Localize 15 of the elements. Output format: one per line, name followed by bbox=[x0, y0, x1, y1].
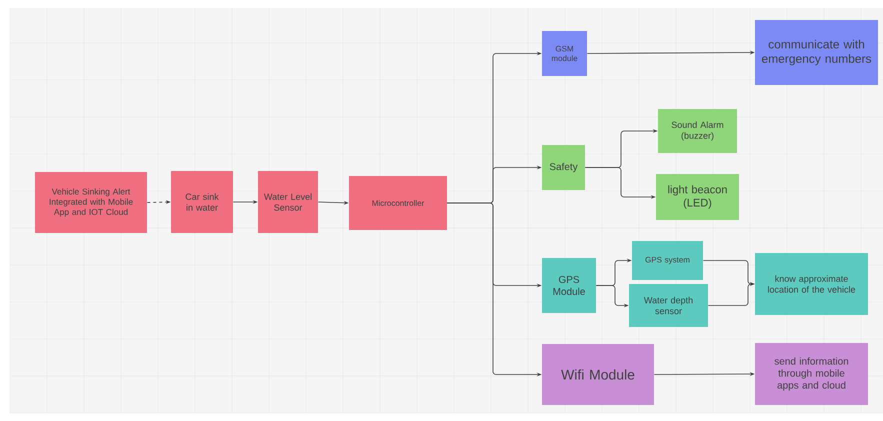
sticky-note: GPS system bbox=[632, 241, 703, 280]
sticky-note: Safety bbox=[542, 145, 585, 190]
sticky-note: communicate with emergency numbers bbox=[755, 20, 878, 85]
sticky-note: Water depth sensor bbox=[629, 284, 708, 327]
sticky-note: know approximate location of the vehicle bbox=[755, 253, 868, 315]
sticky-note: Car sink in water bbox=[171, 171, 233, 233]
sticky-note: Sound Alarm (buzzer) bbox=[658, 109, 737, 153]
sticky-note: GPS Module bbox=[542, 258, 596, 313]
sticky-note: Microcontroller bbox=[349, 176, 447, 230]
sticky-note: GSM module bbox=[542, 31, 587, 76]
sticky-note: Wifi Module bbox=[542, 344, 654, 405]
sticky-note: light beacon (LED) bbox=[656, 174, 739, 220]
sticky-note: send information through mobile apps and cloud bbox=[755, 343, 868, 405]
sticky-note: Water Level Sensor bbox=[258, 171, 318, 233]
sticky-note: Vehicle Sinking Alert Integrated with Mobile App and IOT Cloud bbox=[35, 172, 147, 233]
